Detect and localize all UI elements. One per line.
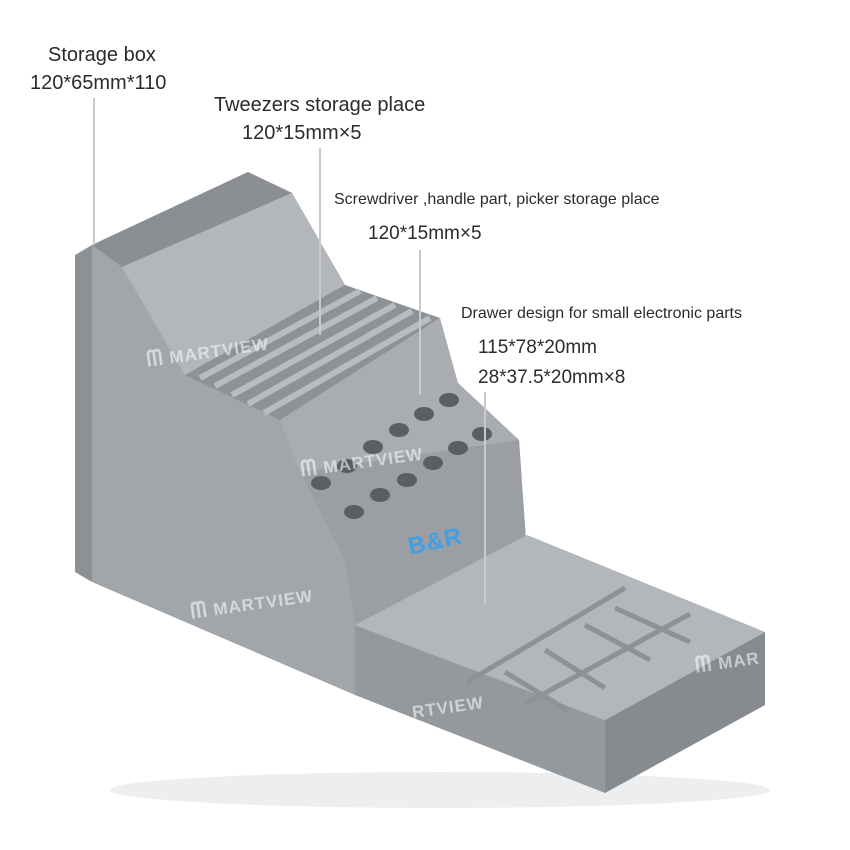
leader-lines [93,98,486,605]
screwdriver-title: Screwdriver ,handle part, picker storage… [334,191,660,208]
drawer-size-main: 115*78*20mm [478,337,598,358]
storage-box-size: 120*65mm*110 [30,72,167,94]
m-logo-icon: ᗰ [188,596,209,624]
screwdriver-block-top [280,318,519,472]
storage-box-inner [122,193,345,375]
floor-shadow [110,772,770,808]
drawer-front-face [355,625,605,793]
screwdriver-holes [311,393,492,519]
screwdriver-block-front [300,440,527,625]
drawer-size-cells: 28*37.5*20mm×8 [478,367,626,388]
drawer-dividers [465,585,692,713]
screwdriver-size: 120*15mm×5 [368,223,482,244]
tweezers-size: 120*15mm×5 [242,122,362,144]
m-logo-icon: ᗰ [693,650,714,678]
tweezers-slot-dividers [198,288,432,416]
storage-box-rim [92,172,292,267]
storage-box-title: Storage box [48,44,156,66]
drawer-title: Drawer design for small electronic parts [461,305,742,322]
m-logo-icon: ᗰ [144,344,165,372]
drawer-side-face [605,632,765,793]
box-left-face [75,245,92,582]
tweezers-title: Tweezers storage place [214,94,426,116]
m-logo-icon: ᗰ [298,454,319,482]
